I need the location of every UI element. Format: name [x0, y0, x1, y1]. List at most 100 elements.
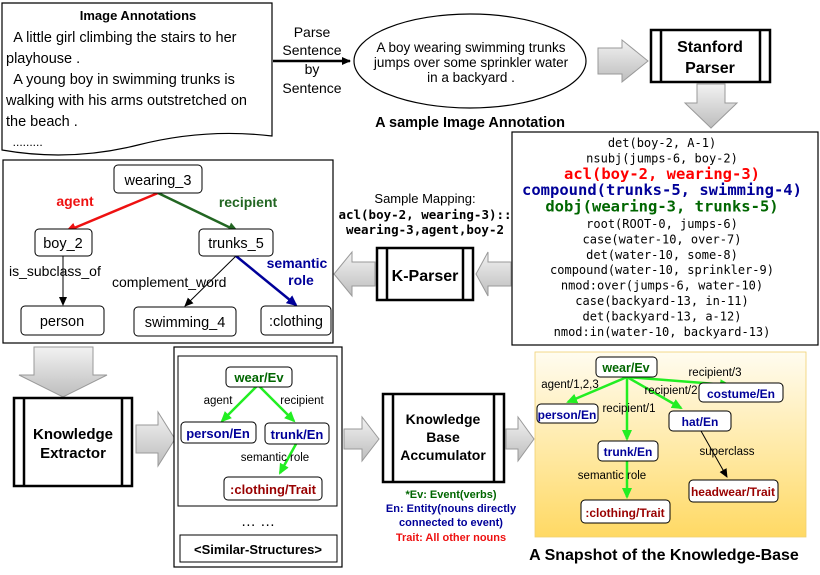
extractor-label: Knowledge [33, 426, 113, 443]
kb-superclass-label: superclass [700, 446, 755, 458]
block-arrow [505, 415, 535, 463]
annotation-line: A little girl climbing the stairs to her [6, 30, 237, 46]
semantic-role-label: role [288, 272, 314, 288]
kb-node-trunk: trunk/En [604, 445, 653, 459]
node-person: person [40, 314, 84, 330]
kb-caption: A Snapshot of the Knowledge-Base [529, 547, 799, 564]
knowledge-extractor-box: Knowledge Extractor [12, 396, 134, 488]
complement-label: complement_word [112, 274, 226, 290]
s-node-trunk: trunk/En [271, 427, 324, 442]
node-trunks: trunks_5 [208, 236, 264, 252]
s-recipient-label: recipient [280, 395, 324, 407]
node-clothing: :clothing [269, 314, 323, 330]
block-arrow [333, 250, 376, 298]
sentence-line: A boy wearing swimming trunks [376, 40, 565, 55]
sentence-line: jumps over some sprinkler water [373, 55, 569, 70]
sample-mapping: Sample Mapping: acl(boy-2, wearing-3):: … [338, 191, 511, 237]
legend-ev: *Ev: Event(verbs) [405, 489, 496, 501]
subclass-label: is_subclass_of [9, 263, 101, 279]
k-parser-label: K-Parser [392, 268, 459, 285]
kb-recipient1-label: recipient/1 [602, 403, 655, 415]
k-parser-box: K-Parser [375, 246, 475, 302]
block-arrow [18, 346, 108, 398]
kb-node-clothing: :clothing/Trait [585, 506, 664, 520]
s-node-person: person/En [186, 426, 250, 441]
dependency-line: nmod:over(jumps-6, water-10) [561, 279, 763, 293]
semantic-role-edge [235, 255, 298, 307]
block-arrow [597, 38, 649, 84]
kb-recipient3-label: recipient/3 [688, 367, 741, 379]
block-arrow [475, 251, 512, 297]
stanford-parser-box: Stanford Parser [649, 28, 772, 84]
structure-dots: … … [241, 513, 275, 530]
dependency-list: det(boy-2, A-1)nsubj(jumps-6, boy-2)acl(… [522, 136, 802, 339]
sample-caption: A sample Image Annotation [375, 115, 565, 131]
dependency-line: compound(water-10, sprinkler-9) [550, 263, 774, 277]
kb-superclass-edge [700, 430, 728, 478]
kb-node-costume: costume/En [707, 387, 775, 401]
agent-edge [65, 191, 159, 233]
dependency-line: root(ROOT-0, jumps-6) [586, 217, 738, 231]
node-boy: boy_2 [43, 236, 83, 252]
s-node-wear: wear/Ev [233, 370, 284, 385]
annotation-line: walking with his arms outstretched on [5, 93, 247, 109]
semantic-graph: agent recipient is_subclass_of complemen… [2, 159, 334, 344]
accumulator-label: Knowledge [406, 411, 481, 427]
kb-agent-label: agent/1,2,3 [541, 379, 599, 391]
dependency-line: nmod:in(water-10, backyard-13) [554, 325, 771, 339]
annotation-line: the beach . [6, 114, 78, 130]
semantic-role-label: semantic [267, 255, 328, 271]
legend-en: connected to event) [399, 517, 503, 529]
parse-arrow: Parse Sentence by Sentence [273, 24, 351, 96]
annotation-line: ......... [6, 135, 43, 149]
recipient-label: recipient [219, 194, 278, 210]
sample-mapping-title: Sample Mapping: [374, 191, 475, 206]
sample-sentence-ellipse: A boy wearing swimming trunks jumps over… [353, 13, 587, 109]
annotation-line: A young boy in swimming trunks is [6, 72, 235, 88]
dependency-line: det(backyard-13, a-12) [583, 309, 742, 323]
s-semantic-role-label: semantic role [241, 452, 309, 464]
legend-en: En: Entity(nouns directly [386, 503, 517, 515]
legend-trait: Trait: All other nouns [396, 532, 506, 544]
parse-label-line: by [305, 61, 320, 77]
legend: *Ev: Event(verbs) En: Entity(nouns direc… [386, 489, 517, 544]
accumulator-label: Accumulator [400, 447, 486, 463]
node-swimming: swimming_4 [145, 315, 226, 331]
structures-panel: agent recipient semantic role wear/Ev pe… [173, 346, 343, 568]
annotations-title: Image Annotations [80, 8, 197, 23]
kb-node-person: person/En [538, 408, 597, 422]
dependency-line: acl(boy-2, wearing-3) [564, 165, 760, 183]
dependency-line: det(boy-2, A-1) [608, 136, 716, 150]
parse-label-line: Parse [294, 24, 331, 40]
parse-label-line: Sentence [282, 42, 341, 58]
block-arrow [343, 415, 380, 463]
recipient-edge [157, 191, 239, 233]
similar-structures-label: <Similar-Structures> [194, 542, 322, 557]
s-agent-label: agent [204, 395, 234, 407]
image-annotations-document: Image Annotations A little girl climbing… [1, 2, 273, 156]
s-recipient-edge [257, 384, 296, 423]
s-agent-edge [220, 384, 259, 423]
dependency-line: case(water-10, over-7) [583, 232, 742, 246]
kb-node-wear: wear/Ev [601, 361, 649, 375]
extractor-label: Extractor [40, 445, 106, 462]
stanford-label: Parser [685, 60, 735, 77]
sample-mapping-line: wearing-3,agent,boy-2 [346, 222, 504, 237]
parse-label-line: Sentence [282, 80, 341, 96]
complement-edge [184, 255, 237, 307]
s-semantic-role-edge [278, 443, 298, 475]
agent-label: agent [56, 193, 94, 209]
sentence-line: in a backyard . [427, 70, 515, 85]
dependency-line: compound(trunks-5, swimming-4) [522, 181, 802, 199]
kb-node-headwear: headwear/Trait [691, 485, 775, 499]
accumulator-box: Knowledge Base Accumulator [381, 392, 506, 484]
dependency-line: dobj(wearing-3, trunks-5) [545, 198, 778, 216]
kb-agent-edge [566, 375, 628, 404]
kb-semantic-role-label: semantic role [578, 470, 646, 482]
dependency-line: det(water-10, some-8) [586, 248, 738, 262]
sample-mapping-line: acl(boy-2, wearing-3):: [338, 207, 511, 222]
dependency-line: nsubj(jumps-6, boy-2) [586, 151, 738, 165]
accumulator-label: Base [426, 429, 460, 445]
